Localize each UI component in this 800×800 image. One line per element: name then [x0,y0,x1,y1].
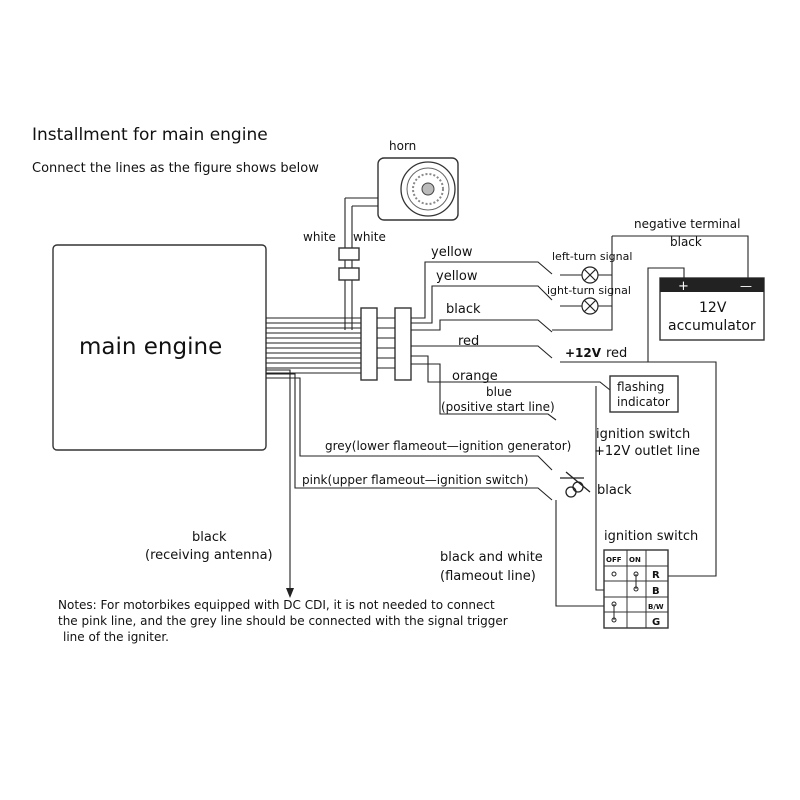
note-line-2: the pink line, and the grey line should … [58,614,508,628]
wire-white-right: white [353,230,386,244]
switch-row-bw: B/W [648,603,664,611]
connector-block-1 [360,307,378,381]
horn-connector-2 [338,267,360,281]
horn-connector-1 [338,247,360,261]
switch-row-g: G [652,617,660,628]
negative-terminal-black: black [670,235,702,249]
ign-switch-label: ignition switch [604,529,698,544]
wire-bw-1: black and white [440,550,543,565]
flashing-indicator-2: indicator [617,395,670,409]
wire-blue: blue [486,385,512,399]
wire-yellow-2: yellow [436,269,478,284]
ign-outlet-label-1: ignition switch [596,427,690,442]
left-turn-label: left-turn signal [552,250,632,263]
harness-lines [266,317,362,374]
diagram-subtitle: Connect the lines as the figure shows be… [32,161,319,176]
switch-off: OFF [606,556,622,564]
flashing-indicator-1: flashing [617,380,664,394]
switch-row-r: R [652,570,660,581]
wire-black-cut: black [597,483,632,498]
switch-row-b: B [652,586,660,597]
diagram-title: Installment for main engine [32,125,268,145]
wire-blue-desc: (positive start line) [441,400,555,414]
accumulator-minus: — [740,279,752,293]
horn-label: horn [389,139,416,153]
accumulator-plus: + [678,279,689,294]
wire-antenna-1: black [192,530,227,545]
accumulator-label: accumulator [668,318,756,334]
plus-12v-label: +12V [565,346,602,360]
wire-pink: pink(upper flameout—ignition switch) [302,473,528,487]
wire-white-left: white [303,230,336,244]
ign-outlet-label-2: +12V outlet line [594,444,700,459]
wire-grey: grey(lower flameout—ignition generator) [325,439,571,453]
wire-antenna-2: (receiving antenna) [145,548,273,563]
red-label: red [606,346,627,361]
accumulator-voltage: 12V [699,300,727,316]
right-turn-label: ight-turn signal [547,284,631,297]
accumulator-top [660,278,764,292]
wire-red: red [458,334,479,349]
antenna-arrow-icon [286,588,294,598]
main-engine-label: main engine [79,334,222,360]
negative-terminal-label: negative terminal [634,217,740,231]
note-line-3: line of the igniter. [63,630,169,644]
connector-block-2 [394,307,412,381]
left-turn-lamp-icon [581,266,599,284]
note-line-1: Notes: For motorbikes equipped with DC C… [58,598,495,612]
flashing-indicator-box [609,375,679,413]
right-turn-lamp-icon [581,297,599,315]
switch-on: ON [629,556,641,564]
wire-black: black [446,302,481,317]
ignition-switch-table: OFF ON R B B/W G [603,549,669,629]
scissors-icon [560,471,591,498]
wire-bw-2: (flameout line) [440,569,536,584]
horn-icon [377,157,459,221]
wire-orange: orange [452,369,498,384]
wire-yellow-1: yellow [431,245,473,260]
